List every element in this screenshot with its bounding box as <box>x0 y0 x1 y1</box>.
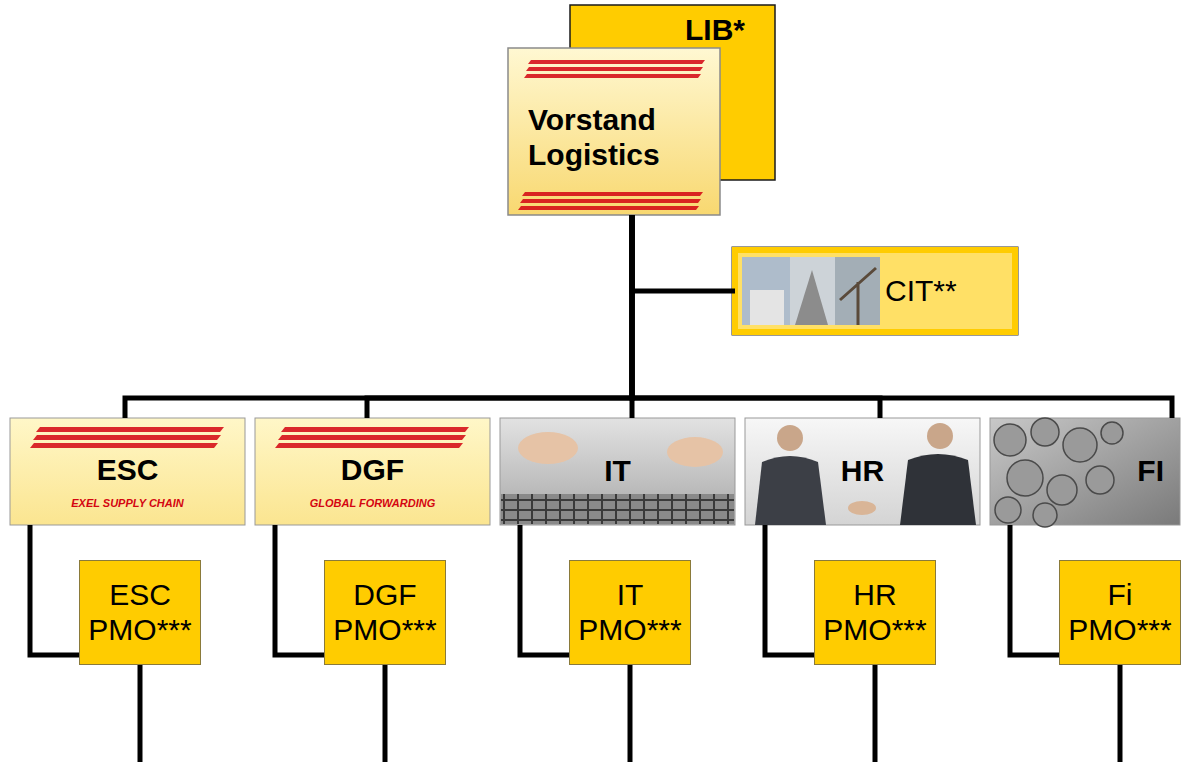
pmo-box: DGF PMO*** <box>324 560 446 665</box>
executive-box-shape-part-part <box>526 67 703 71</box>
executive-box: Vorstand Logistics <box>508 48 720 215</box>
hr-box-photo <box>745 418 980 525</box>
org-connector <box>632 215 735 291</box>
hr-box-photo-part <box>900 454 976 525</box>
pmo-down-lines-part <box>628 665 633 762</box>
it-box-photo <box>500 418 735 525</box>
box-label: CIT** <box>885 274 957 309</box>
division-box: DGF GLOBAL FORWARDING <box>255 418 490 525</box>
box-label: Fi PMO*** <box>1068 578 1172 647</box>
dgf-box-shape-part <box>255 418 490 525</box>
fi-box-photo-part-part <box>994 424 1026 456</box>
executive-box-shape <box>508 48 720 215</box>
box-label: HR <box>841 454 884 489</box>
org-connector <box>765 525 814 655</box>
box-label: FI <box>1137 454 1164 489</box>
function-box: HR <box>745 418 980 525</box>
division-box: ESC EXEL SUPPLY CHAIN <box>10 418 245 525</box>
esc-box-shape-part-part <box>30 443 218 448</box>
fi-box-photo-part-part <box>995 497 1021 523</box>
pmo-down-lines-part <box>383 665 388 762</box>
esc-box-shape <box>10 418 245 525</box>
fi-box-photo-part-part <box>1101 422 1123 444</box>
it-box-photo-part <box>501 494 734 524</box>
hr-box-photo-part <box>927 423 953 449</box>
fi-box-photo-part-part <box>1063 428 1097 462</box>
org-connector <box>520 525 569 655</box>
cit-box-shape-part <box>835 257 880 325</box>
executive-box-shape-part-part <box>518 206 699 210</box>
fi-box-photo <box>990 418 1180 527</box>
pmo-box: ESC PMO*** <box>79 560 201 665</box>
fi-box-photo-part-part <box>1086 466 1114 494</box>
cit-box-shape-part <box>790 257 835 325</box>
box-label: ESC <box>97 453 159 488</box>
executive-box-shape-part-part <box>524 74 701 78</box>
box-label: HR PMO*** <box>823 578 927 647</box>
dgf-box-shape-part-part <box>275 443 463 448</box>
cit-box-shape-part <box>742 257 790 325</box>
fi-box-photo-part-part <box>1031 418 1059 446</box>
esc-box-shape-part-part <box>36 427 224 432</box>
org-connector <box>30 525 79 655</box>
fi-box-photo-part-part <box>1033 503 1057 527</box>
fi-box-photo-part-part <box>1007 460 1043 496</box>
esc-box-shape-part <box>10 418 245 525</box>
cit-box: CIT** <box>735 250 1015 332</box>
esc-box-shape-part-part <box>33 435 221 440</box>
cit-box-shape-part <box>735 250 1015 332</box>
esc-box-shape-part <box>30 427 224 448</box>
dgf-box-shape-part-part <box>278 435 466 440</box>
org-connector <box>125 215 632 418</box>
hr-box-photo-part <box>848 501 876 515</box>
cit-box-shape-part <box>750 290 784 325</box>
box-label: LIB* <box>685 13 745 48</box>
box-label: Vorstand Logistics <box>528 103 710 172</box>
it-box-photo-part <box>500 418 735 525</box>
pmo-box: Fi PMO*** <box>1059 560 1181 665</box>
org-connector <box>367 215 632 418</box>
fi-box-photo-part <box>990 418 1180 525</box>
it-box-photo-part <box>667 437 723 467</box>
it-box-photo-part <box>501 494 734 524</box>
logo-subtitle: GLOBAL FORWARDING <box>310 497 435 510</box>
org-connector <box>275 525 324 655</box>
pmo-down-lines-part <box>1118 665 1123 762</box>
function-box: IT <box>500 418 735 525</box>
pmo-box: HR PMO*** <box>814 560 936 665</box>
org-connector <box>632 215 880 418</box>
org-connector <box>632 215 1172 418</box>
pmo-down-lines-part <box>873 665 878 762</box>
dgf-box-shape-part <box>275 427 469 448</box>
box-label: IT <box>604 454 631 489</box>
executive-box-shape-part-part <box>520 199 701 203</box>
logo-subtitle: EXEL SUPPLY CHAIN <box>71 497 183 510</box>
dgf-box-shape-part-part <box>281 427 469 432</box>
hr-box-photo-part <box>755 456 826 525</box>
box-label: IT PMO*** <box>578 578 682 647</box>
cit-box-shape <box>732 247 1018 335</box>
box-label: DGF <box>341 453 404 488</box>
cit-box-shape-part <box>840 268 876 325</box>
fi-box-photo-part <box>994 418 1123 527</box>
pmo-down-lines <box>140 665 1120 762</box>
cit-box-shape-part <box>732 247 1018 335</box>
it-box-photo-part <box>518 432 578 464</box>
pmo-down-lines-part <box>138 665 143 762</box>
executive-box-shape-part-part <box>528 60 705 64</box>
cit-box-shape-part <box>795 270 828 325</box>
pmo-box: IT PMO*** <box>569 560 691 665</box>
org-connector <box>1010 525 1059 655</box>
dgf-box-shape <box>255 418 490 525</box>
box-label: DGF PMO*** <box>333 578 437 647</box>
fi-box-photo-part-part <box>1047 475 1077 505</box>
box-label: ESC PMO*** <box>88 578 192 647</box>
executive-box-shape-part-part <box>522 192 703 196</box>
hr-box-photo-part <box>777 425 803 451</box>
function-box: FI <box>990 418 1180 525</box>
executive-box-shape-part <box>508 48 720 215</box>
hr-box-photo-part <box>745 418 980 525</box>
